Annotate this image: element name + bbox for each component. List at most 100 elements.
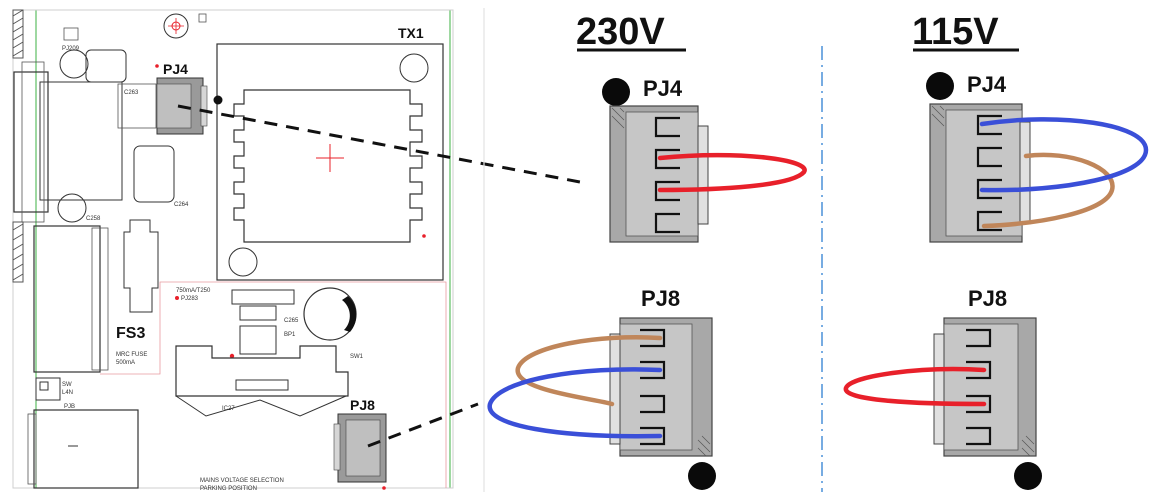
electrolytic-cap — [303, 287, 357, 341]
red-dot — [229, 353, 235, 359]
switch-body — [175, 345, 349, 397]
pcb-pj8-connector-body — [345, 419, 381, 477]
sw-box-inner — [39, 381, 49, 391]
tx1-pin-red — [422, 234, 426, 238]
pj4-pin1-dot-115v — [926, 72, 954, 100]
silk-c263: C263 — [124, 90, 139, 96]
pj8-230v-slot-3 — [640, 394, 666, 414]
pj8-115v-slot-1 — [966, 328, 992, 348]
pcb-label-tx1: TX1 — [398, 25, 424, 41]
pj8-115v-slot-2 — [966, 360, 992, 380]
component-c263-area — [117, 83, 157, 129]
silk-ic27: IC27 — [222, 406, 235, 412]
fuse-clip — [123, 219, 159, 313]
pin1-marker-pj8 — [382, 486, 386, 490]
title-230v: 230V — [576, 11, 665, 53]
pj4-230v-slot-4 — [654, 212, 680, 234]
pcb-label-pj4: PJ4 — [163, 61, 188, 77]
wire-blue-230v-pj8 — [487, 367, 663, 439]
leader-line-pj4 — [177, 104, 581, 184]
silk-sw: SW — [62, 382, 72, 388]
fuse-holder — [133, 145, 175, 203]
pcb-pink-outline — [100, 281, 447, 488]
component-rect-2 — [231, 289, 295, 305]
silk-c264: C264 — [174, 202, 189, 208]
electrolytic-cap-stripe — [342, 296, 357, 332]
silk-pj209: PJ209 — [62, 46, 80, 52]
silk-mains1: MAINS VOLTAGE SELECTION — [200, 478, 284, 484]
silk-ssfuse: 750mA/T250 — [176, 288, 211, 294]
fiducial-circle — [163, 13, 189, 39]
pjb-box-edge — [27, 413, 37, 485]
connector-pj4-230v-face — [625, 111, 699, 237]
fiducial-cross — [168, 18, 184, 34]
silk-fuse2: 500mA — [116, 360, 135, 366]
tx1-hole-tr — [399, 53, 429, 83]
tx1-frame — [216, 43, 444, 281]
pj4-115v-slot-3 — [976, 178, 1002, 200]
mains-socket — [13, 71, 49, 213]
silk-c258: C258 — [86, 216, 101, 222]
pj4-115v-slot-4 — [976, 210, 1002, 232]
pj8-230v-slot-1 — [640, 328, 666, 348]
silk-fuse1: MRC FUSE — [116, 352, 147, 358]
connector-pj4-230v-hatch — [611, 107, 625, 129]
wire-red-230v-pj4 — [657, 152, 807, 193]
pcb-label-pj8: PJ8 — [350, 397, 375, 413]
label-pj8-115v: PJ8 — [968, 286, 1007, 311]
connector-pj8-115v-tab — [933, 333, 945, 445]
tx1-pin1-dot — [213, 95, 223, 105]
silk-sw1: SW1 — [350, 354, 364, 360]
wire-brown-230v-pj8 — [515, 335, 663, 407]
pj8-230v-slot-2 — [640, 360, 666, 380]
connector-pj8-230v-hatch — [697, 435, 711, 457]
pj283-dot — [175, 296, 179, 300]
connector-pj8-230v-tab — [609, 333, 621, 445]
tx1-hole-bl — [228, 247, 258, 277]
pj8-115v-slot-3 — [966, 394, 992, 414]
tx1-bobbin — [233, 89, 423, 243]
transformer-block-left — [33, 225, 101, 373]
pj4-115v-slot-1 — [976, 114, 1002, 136]
pj4-230v-slot-2 — [654, 148, 680, 170]
component-rect-3 — [239, 305, 277, 321]
sw-box — [35, 377, 61, 401]
mains-socket-body — [21, 61, 45, 223]
component-bp1 — [239, 325, 277, 355]
pin1-marker — [155, 64, 159, 68]
pj8-115v-slot-4 — [966, 426, 992, 446]
connector-pj4-115v-tab — [1019, 121, 1031, 225]
connector-pj4-115v-hatch — [931, 105, 945, 127]
component-small — [63, 27, 79, 41]
component-circle — [59, 49, 89, 79]
transformer-block-left-inner — [91, 227, 109, 371]
silk-c265: C265 — [284, 318, 299, 324]
panel-230v: 230V PJ4 PJ8 — [487, 11, 807, 490]
wire-blue-115v-pj4 — [979, 117, 1149, 193]
title-115v: 115V — [912, 11, 999, 53]
pcb-label-fs3: FS3 — [116, 325, 145, 342]
silk-mains2: PARKING POSITION — [200, 486, 257, 492]
pj8-pin1-dot-115v — [1014, 462, 1042, 490]
wire-brown-115v-pj4 — [981, 152, 1115, 229]
pjb-box — [33, 409, 139, 489]
pj8-pin1-dot-230v — [688, 462, 716, 490]
connector-pj8-230v-face — [619, 323, 693, 451]
connector-pj4-115v-face — [945, 109, 1023, 237]
silk-pj283: PJ283 — [181, 296, 199, 302]
pcb-hatching-lower — [12, 223, 24, 281]
connector-pj4-230v-tab — [697, 125, 709, 225]
pj4-115v-slot-2 — [976, 146, 1002, 168]
pcb-hatched-edge-lower — [12, 221, 24, 283]
mains-socket-inner — [39, 81, 123, 201]
label-pj4-115v: PJ4 — [967, 72, 1007, 97]
label-pj8-230v: PJ8 — [641, 286, 680, 311]
tx1-center-cross — [316, 144, 344, 172]
component-tiny — [198, 13, 207, 23]
connector-pj8-115v-hatch — [1021, 435, 1035, 457]
pj8-230v-slot-4 — [640, 426, 666, 446]
component-circle-2 — [57, 193, 87, 223]
switch-bottom — [175, 395, 347, 417]
panel-115v: 115V PJ4 PJ8 — [843, 11, 1149, 490]
